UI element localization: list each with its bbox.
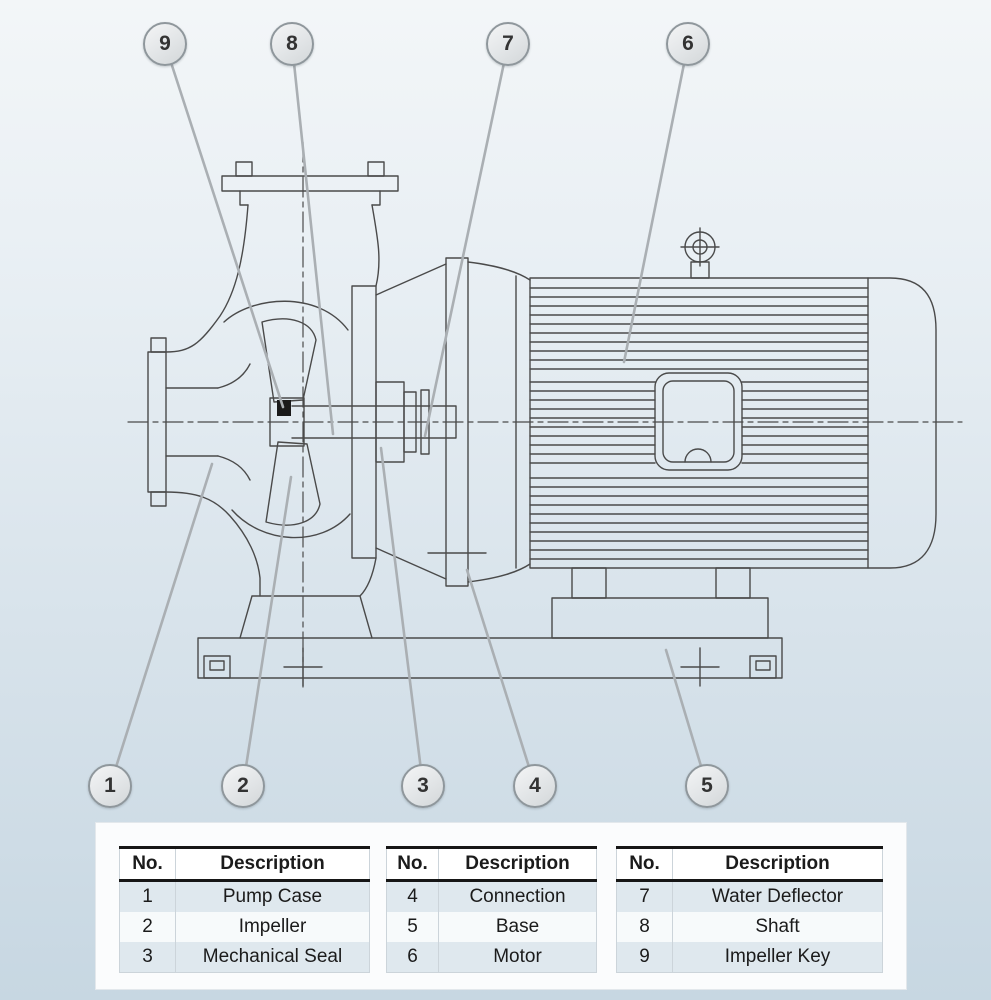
callout-6: 6 [666, 22, 710, 66]
leader-5 [664, 648, 709, 788]
part-number: 6 [386, 942, 439, 973]
parts-table-2: No. Description 4 Connection 5 Base 6 Mo… [386, 846, 597, 973]
table-header-row: No. Description [616, 846, 883, 882]
connection-bracket [427, 257, 531, 587]
callout-label: 6 [682, 32, 694, 55]
part-number: 7 [616, 880, 673, 912]
leader-8 [290, 42, 335, 436]
part-description: Motor [438, 942, 597, 973]
part-description: Water Deflector [672, 880, 883, 912]
table-header-row: No. Description [119, 846, 370, 882]
table-row: 8 Shaft [616, 912, 883, 942]
col-header-description: Description [438, 846, 597, 882]
callout-8: 8 [270, 22, 314, 66]
callout-7: 7 [486, 22, 530, 66]
callout-4: 4 [513, 764, 557, 808]
callout-1: 1 [88, 764, 132, 808]
callout-label: 2 [237, 774, 249, 797]
col-header-no: No. [616, 846, 673, 882]
callout-label: 8 [286, 32, 298, 55]
motor [529, 277, 937, 569]
base-assembly [197, 567, 783, 687]
part-description: Base [438, 912, 597, 942]
callout-2: 2 [221, 764, 265, 808]
leader-lines [108, 42, 709, 788]
eye-bolt [680, 227, 720, 279]
table-row: 4 Connection [386, 880, 597, 912]
table-row: 6 Motor [386, 942, 597, 973]
callout-label: 1 [104, 774, 116, 797]
leader-7 [423, 42, 510, 438]
part-number: 3 [119, 942, 176, 973]
part-description: Shaft [672, 912, 883, 942]
part-description: Impeller [175, 912, 370, 942]
col-header-description: Description [175, 846, 370, 882]
part-description: Impeller Key [672, 942, 883, 973]
leader-6 [622, 42, 690, 364]
col-header-no: No. [386, 846, 439, 882]
parts-table-1: No. Description 1 Pump Case 2 Impeller 3… [119, 846, 370, 973]
table-row: 2 Impeller [119, 912, 370, 942]
callout-label: 9 [159, 32, 171, 55]
table-row: 1 Pump Case [119, 880, 370, 912]
callout-label: 5 [701, 774, 713, 797]
part-number: 5 [386, 912, 439, 942]
impeller-and-shaft [261, 318, 457, 526]
part-number: 1 [119, 880, 176, 912]
part-number: 8 [616, 912, 673, 942]
callout-label: 3 [417, 774, 429, 797]
table-row: 7 Water Deflector [616, 880, 883, 912]
leader-2 [241, 475, 293, 788]
part-number: 4 [386, 880, 439, 912]
table-header-row: No. Description [386, 846, 597, 882]
seal-assembly [375, 381, 430, 463]
suction-flange [147, 337, 251, 507]
part-number: 9 [616, 942, 673, 973]
callout-3: 3 [401, 764, 445, 808]
part-description: Connection [438, 880, 597, 912]
discharge-flange [221, 161, 399, 206]
centerlines [127, 141, 963, 691]
callout-label: 4 [529, 774, 541, 797]
table-row: 3 Mechanical Seal [119, 942, 370, 973]
parts-table-3: No. Description 7 Water Deflector 8 Shaf… [616, 846, 883, 973]
part-number: 2 [119, 912, 176, 942]
col-header-no: No. [119, 846, 176, 882]
parts-tables-panel: No. Description 1 Pump Case 2 Impeller 3… [95, 822, 907, 990]
callout-5: 5 [685, 764, 729, 808]
callout-label: 7 [502, 32, 514, 55]
leader-9 [163, 42, 285, 409]
part-description: Pump Case [175, 880, 370, 912]
table-row: 9 Impeller Key [616, 942, 883, 973]
callout-9: 9 [143, 22, 187, 66]
impeller-key [277, 400, 291, 416]
table-row: 5 Base [386, 912, 597, 942]
leader-1 [108, 462, 214, 788]
col-header-description: Description [672, 846, 883, 882]
part-description: Mechanical Seal [175, 942, 370, 973]
leader-3 [379, 446, 425, 788]
leader-4 [465, 568, 537, 788]
